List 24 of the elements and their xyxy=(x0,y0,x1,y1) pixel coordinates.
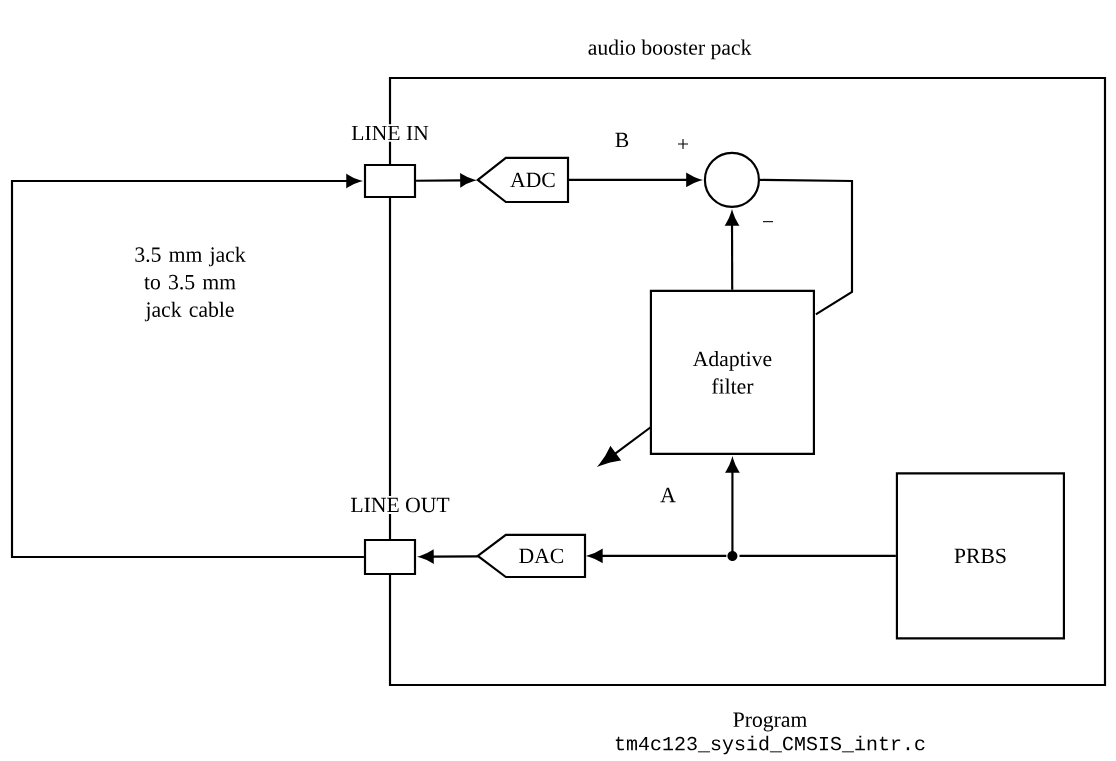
arrow xyxy=(10,174,364,559)
edge-label: B xyxy=(613,131,631,149)
block: PRBS xyxy=(895,472,1065,640)
summing-junction xyxy=(703,151,760,208)
cable-label: 3.5 mm jack to 3.5 mm jack cable xyxy=(135,246,246,322)
jack-socket xyxy=(363,538,417,576)
arrow xyxy=(568,173,701,187)
converter-block: DAC xyxy=(476,533,587,579)
block: Adaptive filter xyxy=(649,289,815,455)
arrow xyxy=(588,549,727,563)
program-label: Program xyxy=(733,712,807,732)
board-heading: audio booster pack xyxy=(588,39,752,60)
jack-label: LINE IN xyxy=(349,124,431,142)
jack-label: LINE OUT xyxy=(348,496,452,514)
arrow xyxy=(419,550,478,564)
jack-socket xyxy=(363,163,417,199)
arrow xyxy=(725,211,739,290)
arrow xyxy=(416,173,475,187)
sign-label: − xyxy=(762,221,774,223)
sign-label: + xyxy=(677,138,689,149)
edge-label: A xyxy=(658,486,678,504)
file-name: tm4c123_sysid_CMSIS_intr.c xyxy=(615,735,925,755)
converter-block: ADC xyxy=(476,156,570,204)
arrow xyxy=(725,458,739,556)
